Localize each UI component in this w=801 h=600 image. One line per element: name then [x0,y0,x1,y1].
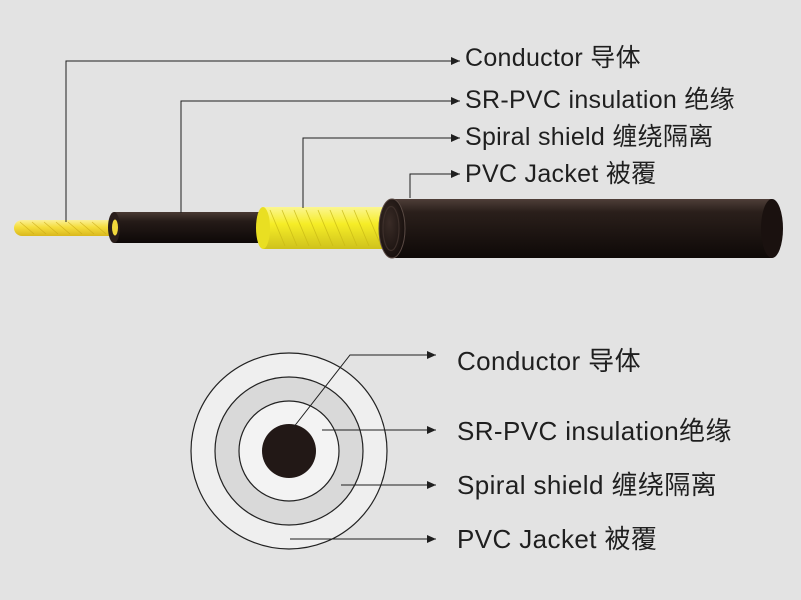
xs-label-spiral-shield: Spiral shield 缠绕隔离 [457,470,718,500]
label-insulation: SR-PVC insulation 绝缘 [465,86,735,114]
cable-cross-section [190,351,436,550]
spiral-shield-layer [256,207,391,249]
xs-label-jacket: PVC Jacket 被覆 [457,524,658,554]
shield-leader [302,134,460,208]
insulation-layer [108,212,274,243]
conductor-leader [65,57,460,222]
xs-conductor-leader [292,351,436,429]
cable-side-view [14,57,783,259]
cross-leader-lines [290,351,436,543]
xs-label-insulation: SR-PVC insulation绝缘 [457,416,732,446]
side-leader-lines [65,57,460,222]
jacket-leader [409,170,460,198]
label-spiral-shield: Spiral shield 缠绕隔离 [465,123,714,151]
conductor-core [262,424,316,478]
jacket-layer [378,198,783,259]
insulation-leader [180,97,460,213]
xs-label-conductor: Conductor 导体 [457,346,641,376]
label-jacket: PVC Jacket 被覆 [465,160,657,188]
conductor-wire [14,220,118,236]
label-conductor: Conductor 导体 [465,44,641,72]
